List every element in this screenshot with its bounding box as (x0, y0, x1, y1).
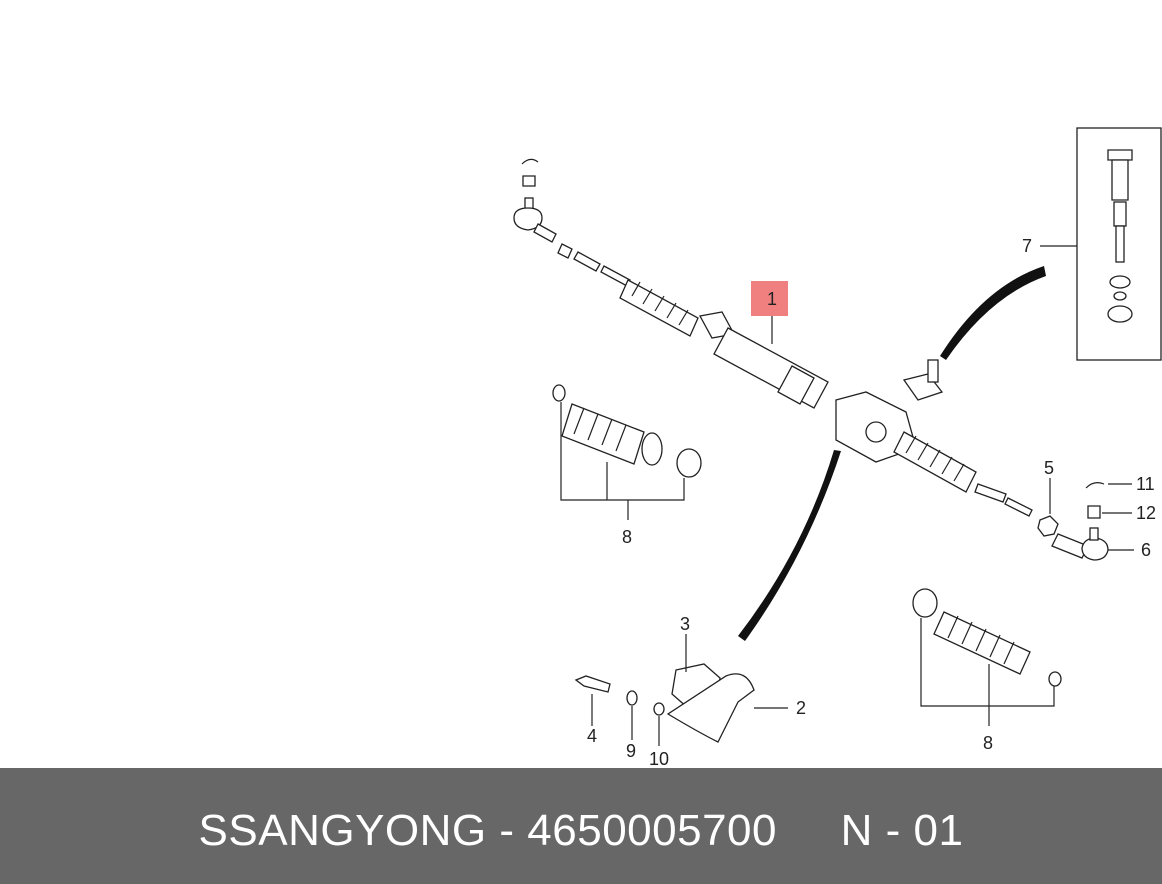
callout-4: 4 (587, 726, 597, 746)
callout-8-right: 8 (983, 733, 993, 753)
steering-rack-exploded-diagram: 1 2 3 4 5 6 7 8 8 9 10 11 12 (513, 127, 1162, 768)
mounting-bracket-group (574, 634, 788, 746)
dust-cap (1107, 149, 1133, 161)
tie-rod-shaft-left (600, 265, 631, 287)
callout-8b-leader (920, 618, 1055, 726)
bellows-right-body (893, 431, 977, 493)
tie-rod-end-arm-left (533, 223, 557, 243)
callout-8-left: 8 (622, 527, 632, 547)
tie-rod-end-right (1081, 537, 1109, 561)
tie-rod-end-left (513, 207, 543, 231)
cotter-pin-left (521, 158, 539, 165)
input-shaft-seal (1111, 159, 1129, 201)
diagram-code: N - 01 (840, 806, 964, 855)
callout-3: 3 (680, 614, 690, 634)
o-ring-small (1113, 291, 1127, 301)
pinion-port (865, 421, 887, 443)
spring-washer (653, 702, 665, 716)
housing-collar (777, 365, 815, 405)
washer (626, 690, 638, 706)
callout-7: 7 (1022, 236, 1032, 256)
shaft-stem (1115, 225, 1125, 263)
bellows-left-body (619, 279, 699, 337)
callout-9: 9 (626, 741, 636, 761)
callout-2: 2 (796, 698, 806, 718)
cotter-pin-right (1085, 482, 1105, 489)
boot-kit-left (552, 384, 702, 520)
footer-bar: SSANGYONG - 4650005700 N - 01 (0, 768, 1162, 884)
part-number: 4650005700 (527, 806, 777, 855)
callout-1-highlight (751, 281, 788, 316)
small-clamp-left (552, 384, 566, 402)
inset-pointer-arrow (940, 266, 1046, 360)
callout-6: 6 (1141, 540, 1151, 560)
callout-5: 5 (1044, 458, 1054, 478)
shaft-spline (1113, 201, 1127, 227)
boot-kit-right (912, 588, 1062, 726)
callout-1: 1 (767, 289, 777, 309)
steering-rack-assembly (513, 158, 1033, 517)
boot-left (561, 403, 645, 465)
inner-tie-rod-left (573, 251, 601, 272)
boot-left-mouth (641, 432, 663, 466)
bellows-right-ribs (905, 435, 965, 482)
bracket (666, 673, 755, 743)
tie-rod-end-right-group (1037, 478, 1134, 561)
castle-nut-left (522, 175, 536, 187)
bracket-pointer-arrow (738, 450, 841, 641)
bearing-seal (1107, 305, 1133, 323)
ball-stud-right (1089, 527, 1099, 541)
tie-rod-shaft-right (1004, 497, 1033, 517)
brand-name: SSANGYONG (198, 806, 487, 855)
rack-housing-tube (713, 327, 829, 409)
castle-nut-right (1087, 505, 1101, 519)
o-ring-upper (1109, 275, 1131, 289)
boot-left-ribs (573, 407, 627, 452)
pinion-shaft (927, 359, 939, 383)
boot-right-ribs (947, 615, 1015, 665)
small-clamp-right (1048, 671, 1062, 687)
boot-right (933, 611, 1031, 675)
large-clamp-left (676, 448, 702, 478)
callout-10: 10 (649, 749, 669, 768)
separator: - (499, 806, 515, 855)
lock-nut-right (1037, 515, 1059, 537)
lock-nut-left (557, 243, 573, 259)
pinion-seal-kit-inset (940, 127, 1162, 361)
bellows-left-ribs (631, 281, 689, 326)
inner-tie-rod-right (974, 483, 1007, 503)
callout-12: 12 (1136, 503, 1156, 523)
footer-caption: SSANGYONG - 4650005700 N - 01 (0, 768, 1162, 884)
large-clamp-right (912, 588, 938, 618)
tie-rod-end-arm-right (1051, 533, 1089, 559)
callout-8a-leader (560, 402, 685, 520)
callout-11: 11 (1136, 474, 1155, 494)
bolt (574, 675, 611, 693)
